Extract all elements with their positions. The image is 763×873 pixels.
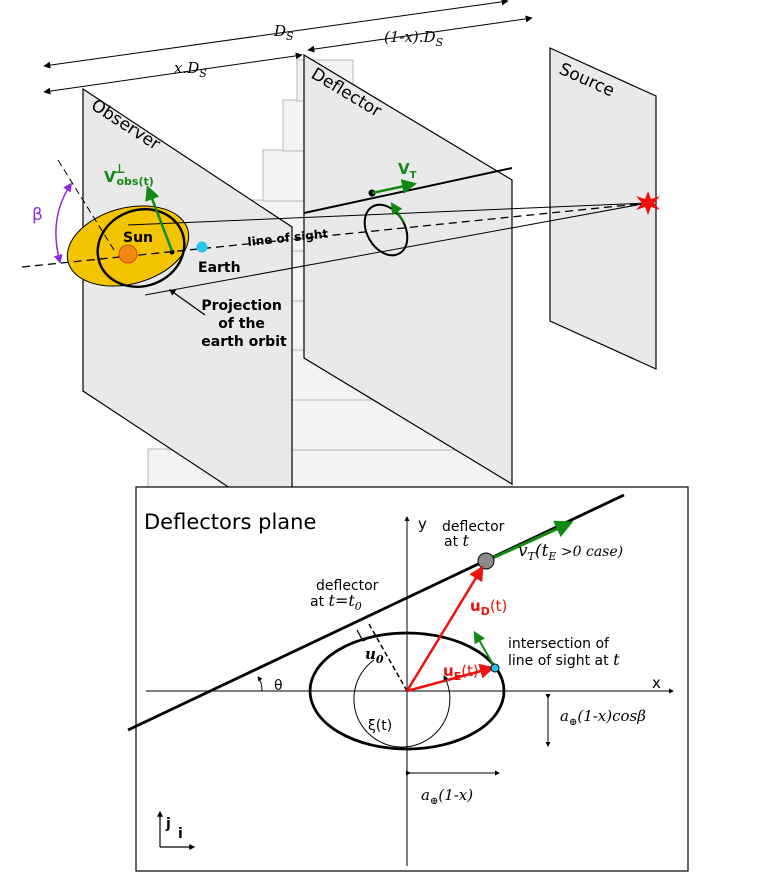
- orbit-projection-ellipse: [96, 208, 186, 288]
- beta-label: β: [32, 205, 43, 225]
- x-axis-label: x: [652, 674, 661, 692]
- sun: [118, 244, 138, 264]
- vT-arrow: [371, 179, 417, 195]
- vobs-arrow: [145, 185, 174, 252]
- intersection-velocity-arrow: [473, 630, 496, 669]
- dim-arrow-1mxDs: [307, 15, 533, 53]
- u0-label: u0: [365, 645, 384, 666]
- uE-arrow: [406, 663, 495, 693]
- earth-label: Earth: [198, 260, 241, 276]
- deflectors-plane-panel: [135, 486, 689, 872]
- earth: [196, 241, 208, 253]
- vT-label: VT: [398, 160, 417, 181]
- orbit-ellipse: [308, 631, 506, 751]
- source-star: [636, 191, 660, 215]
- dim-Ds-label: DS: [273, 22, 294, 43]
- sun-label: Sun: [123, 230, 153, 246]
- theta-arc: [257, 676, 263, 692]
- deflector-at-t-label: deflector at t: [442, 519, 509, 550]
- panel-title: Deflectors plane: [144, 510, 316, 534]
- y-axis-label: y: [418, 515, 427, 533]
- beta-arc: [53, 182, 73, 264]
- basis-j-label: j: [165, 816, 171, 832]
- xi-label: ξ(t): [368, 718, 392, 734]
- projection-label: Projection of the earth orbit: [201, 298, 287, 350]
- source-plane: [549, 47, 657, 370]
- deflector-plane: [303, 53, 513, 486]
- projection-pointer: [168, 289, 206, 316]
- dim-xDs-label: x.DS: [174, 59, 207, 80]
- beta-reference-line: [57, 159, 115, 251]
- deflector-vobs-small: [390, 202, 405, 223]
- deflector-path: [127, 493, 625, 732]
- deflector-at-t-disk: [477, 552, 495, 570]
- vT-case-label: vT(tE >0 case): [518, 541, 623, 563]
- dim-arrow-xDs: [43, 52, 303, 95]
- semi-minor-label: a⊕(1-x)cosβ: [560, 707, 646, 728]
- xi-arc: [353, 659, 451, 748]
- uD-arrow: [405, 565, 484, 692]
- vobs-label: V⊥obs(t): [104, 162, 154, 188]
- vT-case-arrow: [485, 520, 574, 563]
- theta-label: θ: [274, 678, 283, 694]
- rays: [127, 202, 649, 296]
- right-angle-marker: [356, 629, 376, 642]
- semi-major-label: a⊕(1-x): [421, 786, 473, 807]
- deflector-t0-label: deflector at t=t0: [310, 578, 383, 613]
- uD-label: uD(t): [470, 597, 507, 618]
- intersection-point: [490, 663, 500, 673]
- u0-segment: [368, 623, 408, 692]
- dim-1mxDs-label: (1-x).DS: [384, 28, 444, 49]
- basis-i-label: i: [178, 826, 183, 842]
- intersection-label: intersection of line of sight at t: [508, 636, 620, 669]
- uE-label: uE(t): [443, 662, 479, 683]
